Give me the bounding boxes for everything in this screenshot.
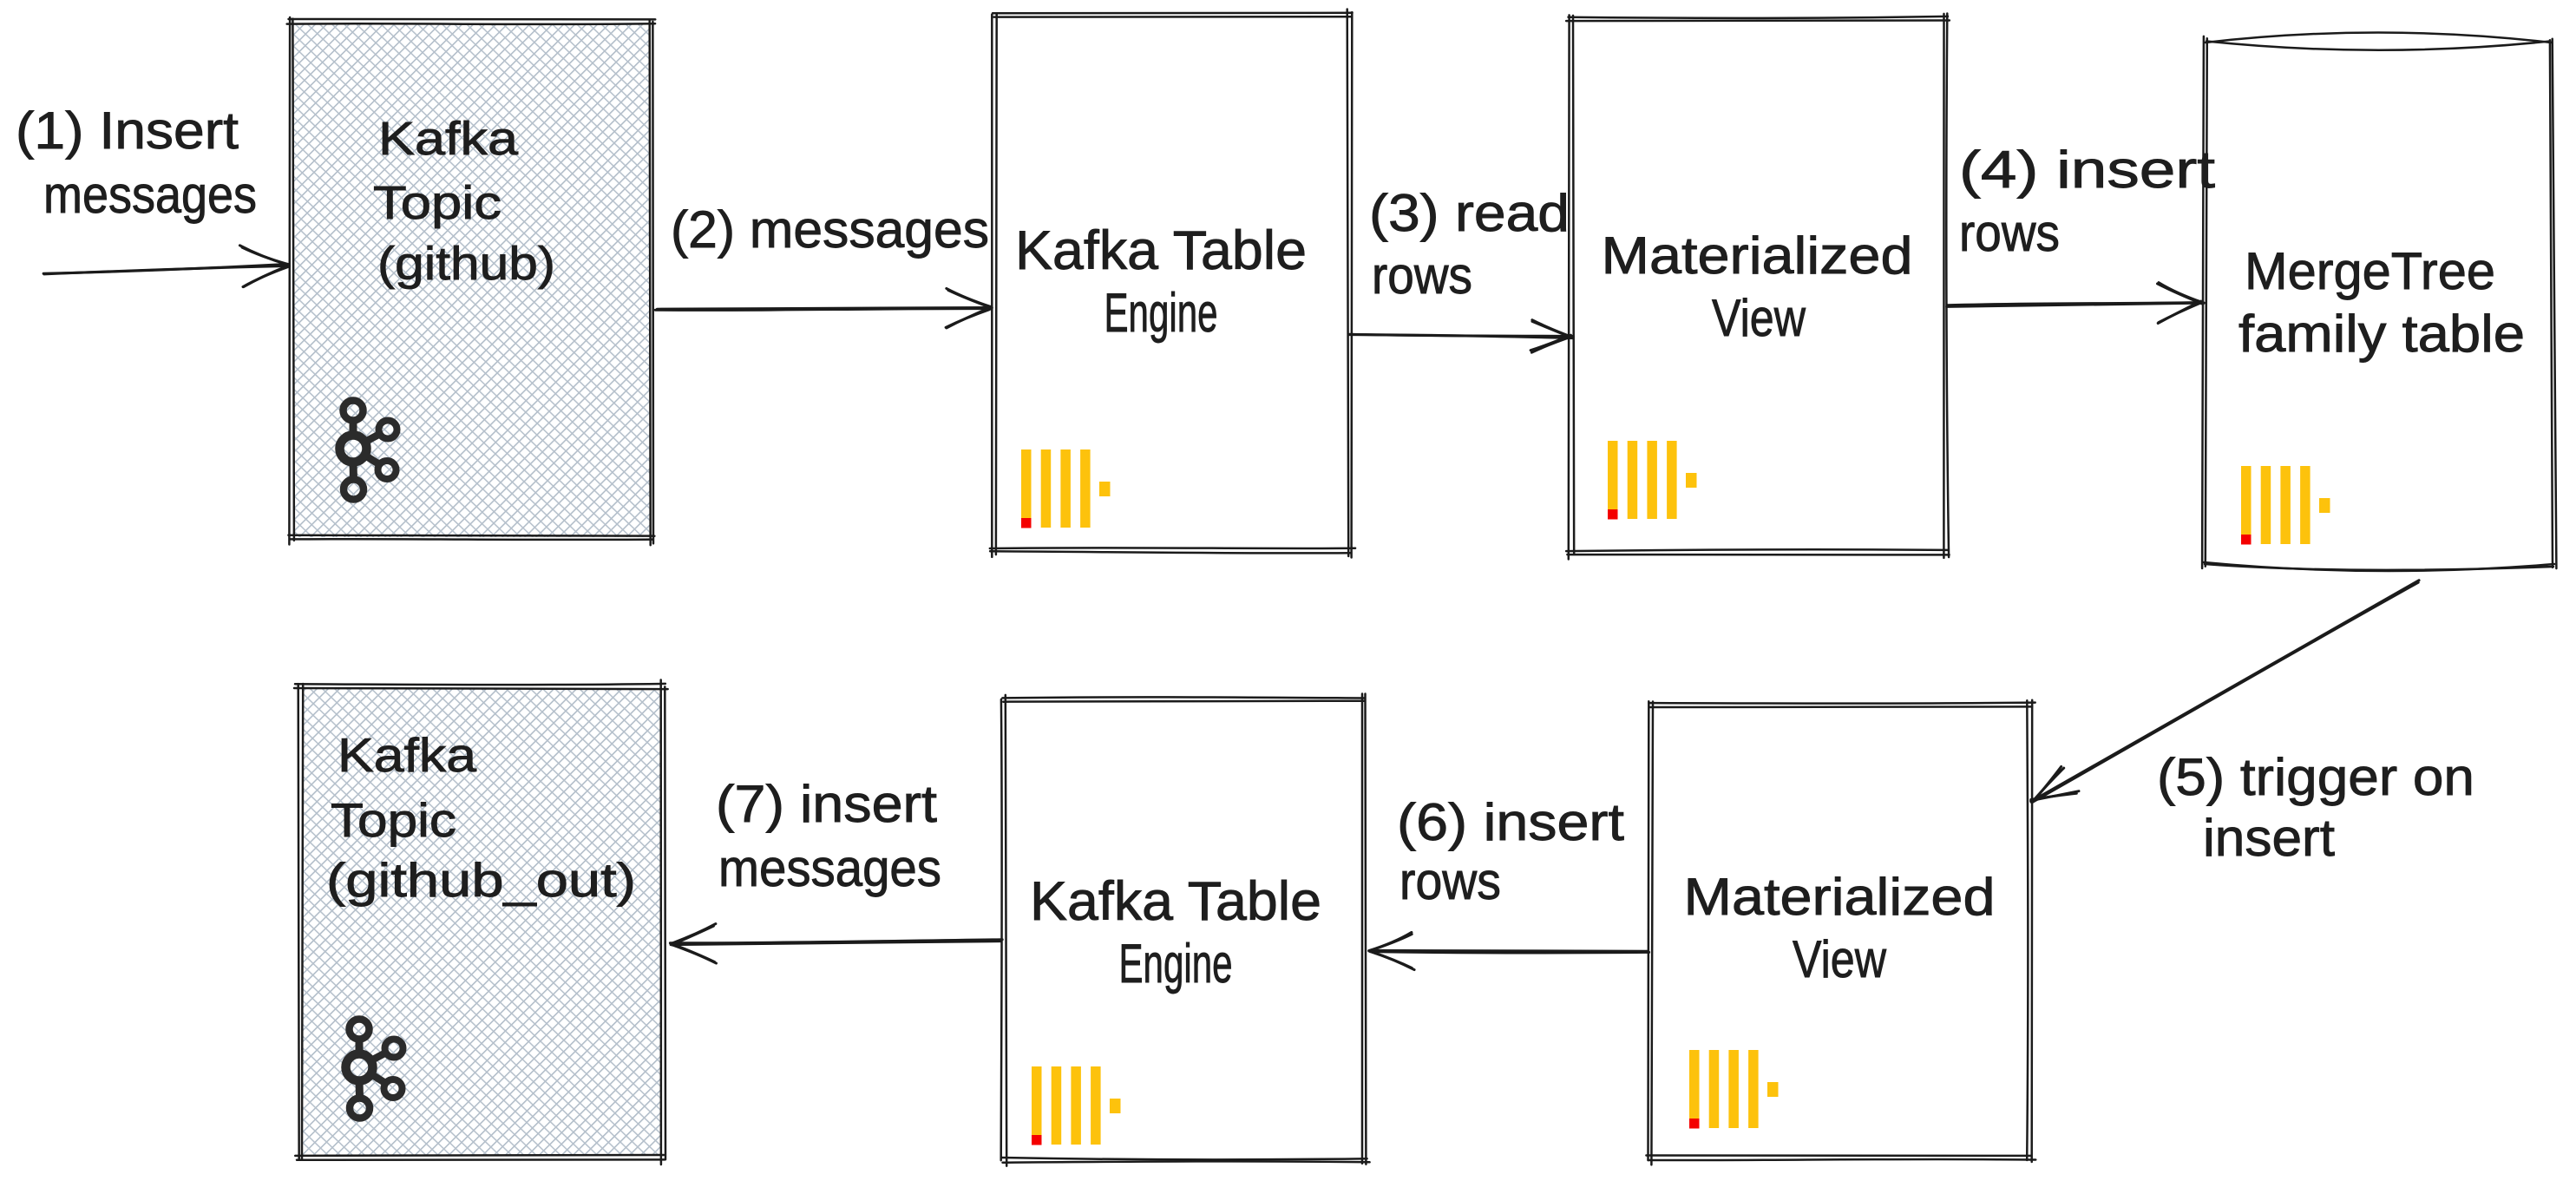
svg-text:Engine: Engine bbox=[1119, 934, 1233, 994]
svg-text:rows: rows bbox=[1959, 204, 2060, 262]
svg-text:(5) trigger on: (5) trigger on bbox=[2157, 748, 2474, 806]
svg-text:messages: messages bbox=[43, 166, 257, 224]
svg-text:MergeTree: MergeTree bbox=[2245, 242, 2495, 300]
svg-text:Topic: Topic bbox=[331, 793, 456, 847]
svg-text:(7) insert: (7) insert bbox=[716, 775, 937, 833]
svg-text:(github): (github) bbox=[377, 238, 555, 290]
svg-text:View: View bbox=[1712, 289, 1806, 347]
svg-text:(3) read: (3) read bbox=[1369, 184, 1570, 242]
svg-text:(6) insert: (6) insert bbox=[1397, 793, 1624, 851]
svg-text:Engine: Engine bbox=[1104, 283, 1218, 344]
svg-text:messages: messages bbox=[718, 839, 941, 897]
svg-text:Kafka: Kafka bbox=[338, 728, 476, 782]
svg-text:rows: rows bbox=[1372, 246, 1472, 305]
svg-text:Materialized: Materialized bbox=[1684, 868, 1996, 926]
svg-text:View: View bbox=[1793, 930, 1887, 988]
svg-text:rows: rows bbox=[1399, 852, 1501, 910]
svg-text:Kafka Table: Kafka Table bbox=[1030, 871, 1321, 932]
svg-text:(github_out): (github_out) bbox=[326, 853, 636, 907]
svg-text:Materialized: Materialized bbox=[1602, 226, 1913, 285]
svg-text:(2) messages: (2) messages bbox=[671, 200, 989, 259]
svg-text:family table: family table bbox=[2238, 305, 2525, 363]
svg-text:Kafka: Kafka bbox=[378, 113, 519, 165]
svg-text:(4) insert: (4) insert bbox=[1959, 141, 2215, 199]
svg-text:insert: insert bbox=[2203, 809, 2335, 867]
svg-text:(1) Insert: (1) Insert bbox=[16, 102, 239, 160]
svg-text:Kafka Table: Kafka Table bbox=[1015, 220, 1307, 281]
svg-text:Topic: Topic bbox=[373, 177, 501, 229]
